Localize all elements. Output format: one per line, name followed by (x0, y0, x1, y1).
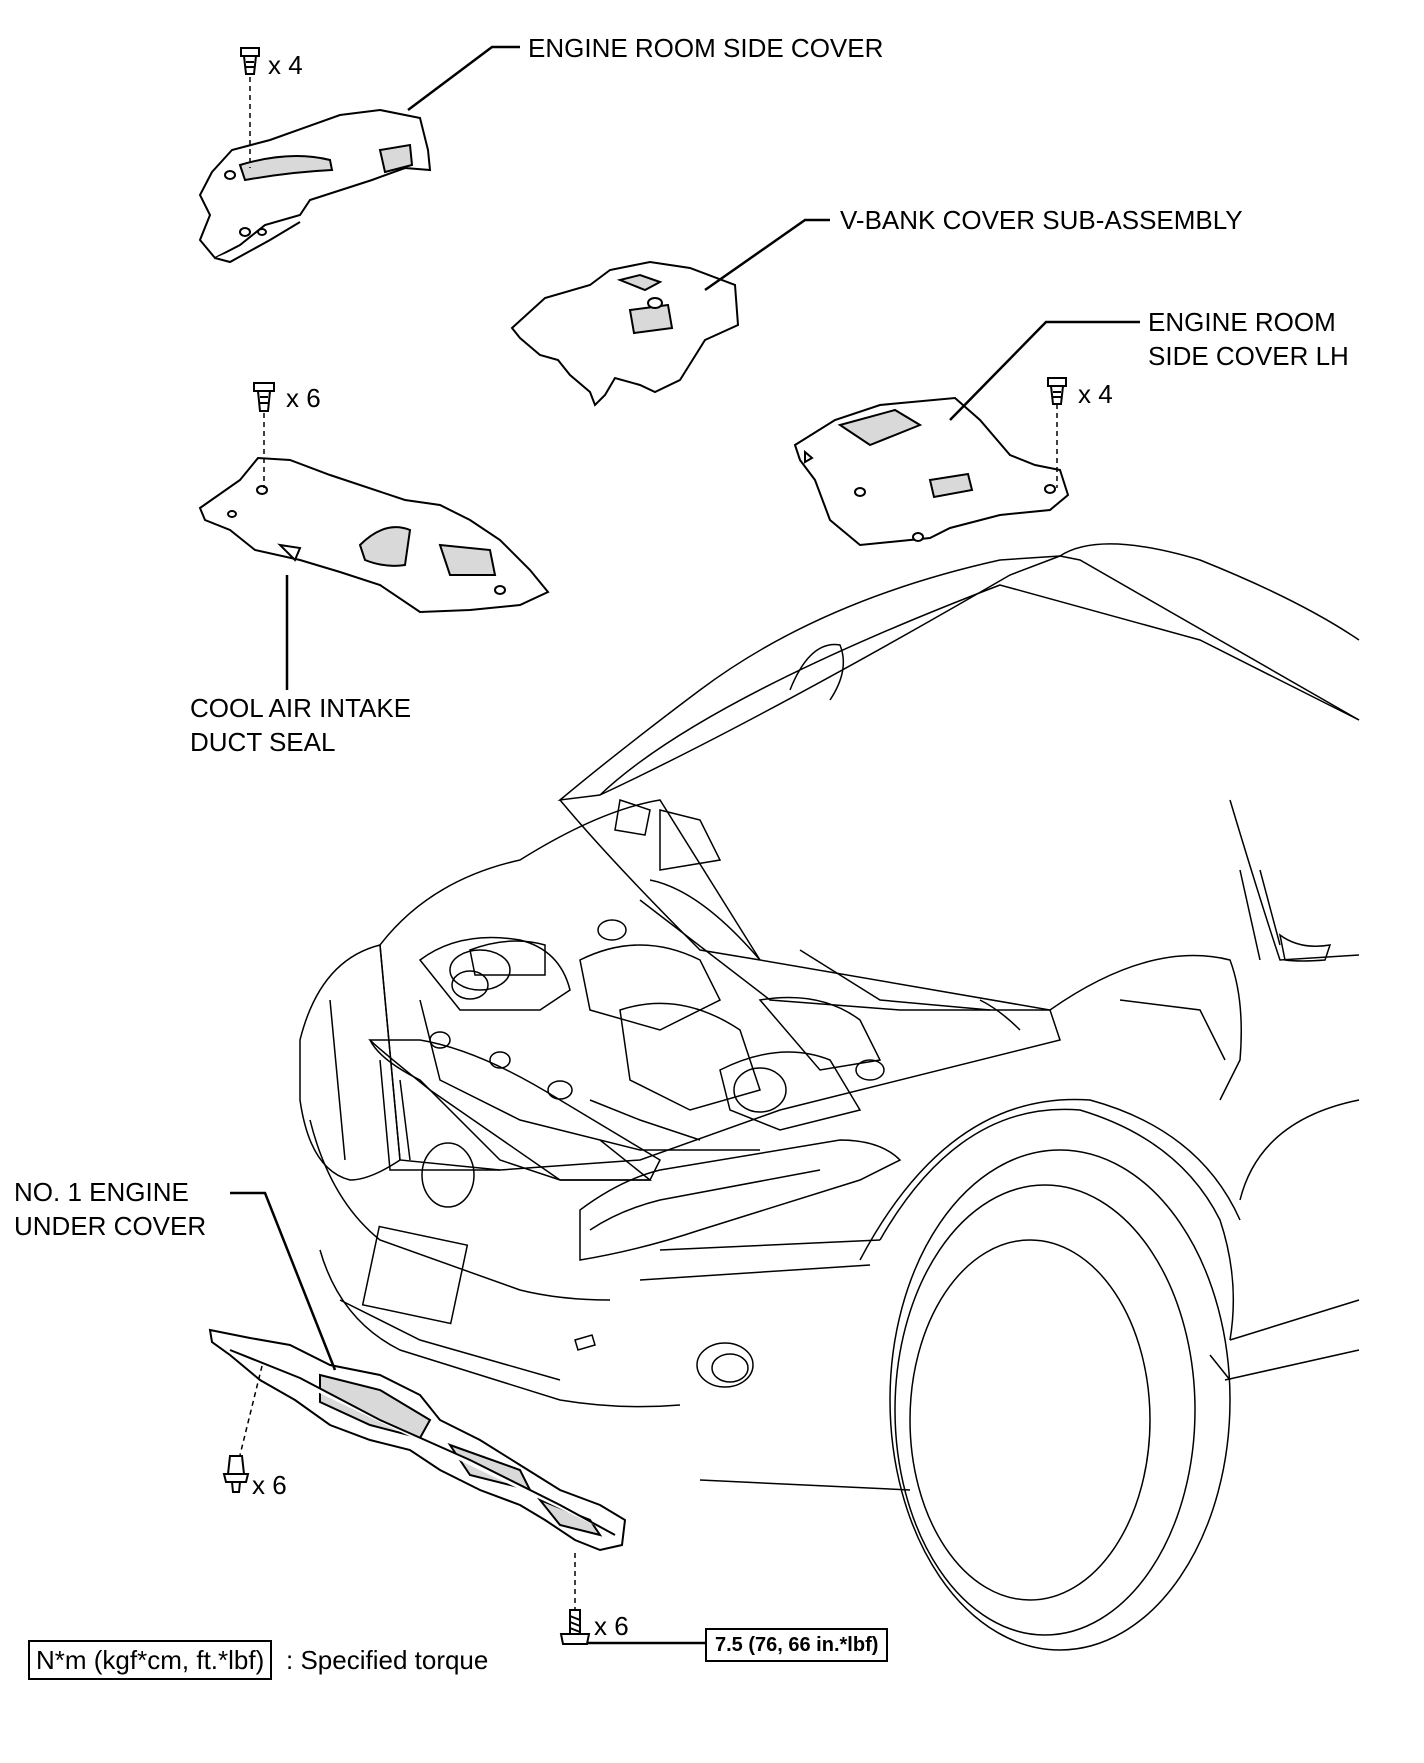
qty-side-cover-clips: x 4 (268, 50, 303, 80)
v-bank-cover (510, 260, 740, 407)
leader-lh-cover (949, 320, 1140, 421)
leader-under-cover (230, 1191, 337, 1371)
legend-unit-box: N*m (kgf*cm, ft.*lbf) (28, 1640, 273, 1680)
leader-side-cover (407, 45, 520, 111)
qty-intake-seal-clips: x 6 (286, 383, 321, 413)
label-cool-air-intake-1: COOL AIR INTAKE (190, 693, 412, 723)
label-engine-under-cover-2: UNDER COVER (14, 1211, 207, 1241)
clip-icon (1047, 377, 1067, 405)
legend-description: : Specified torque (286, 1645, 489, 1675)
qty-lh-cover-clips: x 4 (1078, 379, 1113, 409)
label-cool-air-intake-2: DUCT SEAL (190, 727, 336, 757)
label-engine-room-side-cover-lh-2: SIDE COVER LH (1148, 341, 1349, 371)
torque-spec-box: 7.5 (76, 66 in.*lbf) (705, 1628, 889, 1662)
leader-v-bank (704, 218, 830, 292)
label-v-bank-cover: V-BANK COVER SUB-ASSEMBLY (840, 205, 1243, 235)
qty-under-cover-clips: x 6 (252, 1470, 287, 1500)
vehicle-illustration (299, 543, 1360, 1651)
qty-under-cover-bolts: x 6 (594, 1611, 629, 1641)
bolt-icon (559, 1609, 591, 1645)
clip-icon (240, 47, 260, 75)
label-engine-under-cover-1: NO. 1 ENGINE (14, 1177, 189, 1207)
label-engine-room-side-cover-lh-1: ENGINE ROOM (1148, 307, 1336, 337)
clip-icon (253, 382, 275, 412)
engine-room-side-cover-lh (793, 396, 1070, 547)
no1-engine-under-cover (208, 1328, 627, 1552)
cool-air-intake-duct-seal (198, 456, 550, 614)
engine-room-side-cover (198, 108, 432, 264)
clip-icon (222, 1455, 250, 1493)
label-engine-room-side-cover: ENGINE ROOM SIDE COVER (528, 33, 884, 63)
